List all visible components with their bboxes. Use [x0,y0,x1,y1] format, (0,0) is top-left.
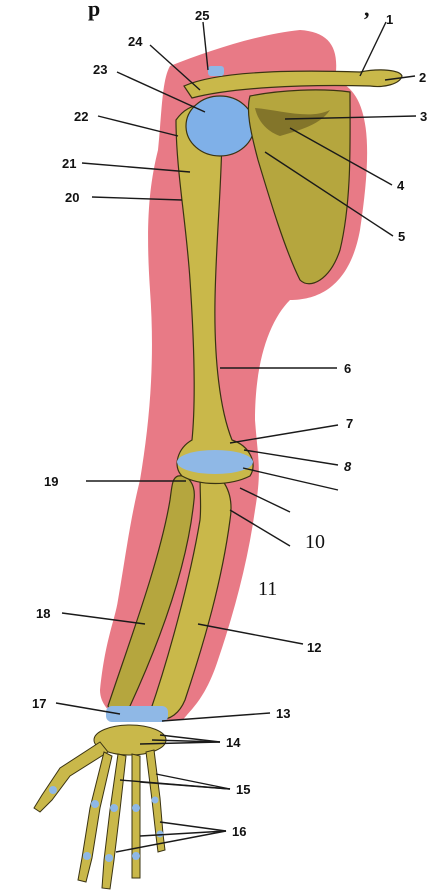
humerus-head [186,96,254,156]
hand [34,725,166,889]
label-15: 15 [236,782,250,797]
label-22: 22 [74,109,88,124]
label-11: 11 [258,578,277,600]
label-6: 6 [344,361,351,376]
label-13: 13 [276,706,290,721]
acromioclavicular-cartilage [208,66,224,76]
label-19: 19 [44,474,58,489]
label-7: 7 [346,416,353,431]
label-2: 2 [419,70,426,85]
label-4: 4 [397,178,405,193]
label-17: 17 [32,696,46,711]
label-5: 5 [398,229,405,244]
label-23: 23 [93,62,107,77]
label-14: 14 [226,735,241,750]
label-25: 25 [195,8,209,23]
label-18: 18 [36,606,50,621]
label-12: 12 [307,640,321,655]
title-fragment: р [88,0,100,21]
label-8: 8 [344,459,352,474]
label-16: 16 [232,824,246,839]
label-10: 10 [305,531,325,553]
title-fragment-right: , [364,0,370,21]
label-24: 24 [128,34,143,49]
label-20: 20 [65,190,79,205]
label-21: 21 [62,156,76,171]
label-3: 3 [420,109,427,124]
elbow-cartilage [177,450,253,474]
label-1: 1 [386,12,393,27]
wrist-band [106,706,168,722]
